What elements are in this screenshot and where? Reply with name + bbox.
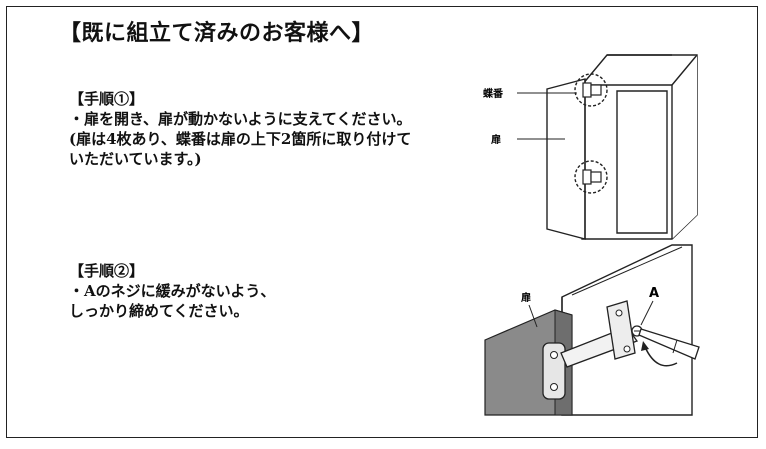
hinge-label: 蝶番 [483, 87, 504, 100]
step-2-heading: 【手順②】 [69, 262, 145, 280]
step-2-instruction-line-1: ・Aのネジに緩みがないよう、 [69, 282, 276, 300]
step-2-instruction-line-2: しっかり締めてください。 [69, 302, 249, 320]
page-title: 【既に組立て済みのお客様へ】 [59, 20, 375, 46]
step-2-block: 【手順②】 ・Aのネジに緩みがないよう、 しっかり締めてください。 [69, 261, 275, 321]
door-label-bottom: 扉 [520, 291, 531, 304]
step-1-heading: 【手順①】 [69, 90, 145, 108]
step-1-note-line-2: いただいています。) [69, 150, 202, 168]
step-1-note-line-1: (扉は4枚あり、蝶番は扉の上下2箇所に取り付けて [69, 130, 412, 148]
screw-a-label: A [649, 286, 659, 301]
step-1-instruction: ・扉を開き、扉が動かないように支えてください。 [69, 110, 412, 128]
door-label-top: 扉 [490, 133, 501, 146]
hinge-tightening-illustration: A 扉 [484, 244, 700, 416]
step-1-block: 【手順①】 ・扉を開き、扉が動かないように支えてください。 (扉は4枚あり、蝶番… [69, 89, 411, 169]
instruction-panel: 【既に組立て済みのお客様へ】 【手順①】 ・扉を開き、扉が動かないように支えてく… [6, 6, 758, 438]
cabinet-hinge-illustration: 蝶番 扉 [483, 54, 698, 240]
